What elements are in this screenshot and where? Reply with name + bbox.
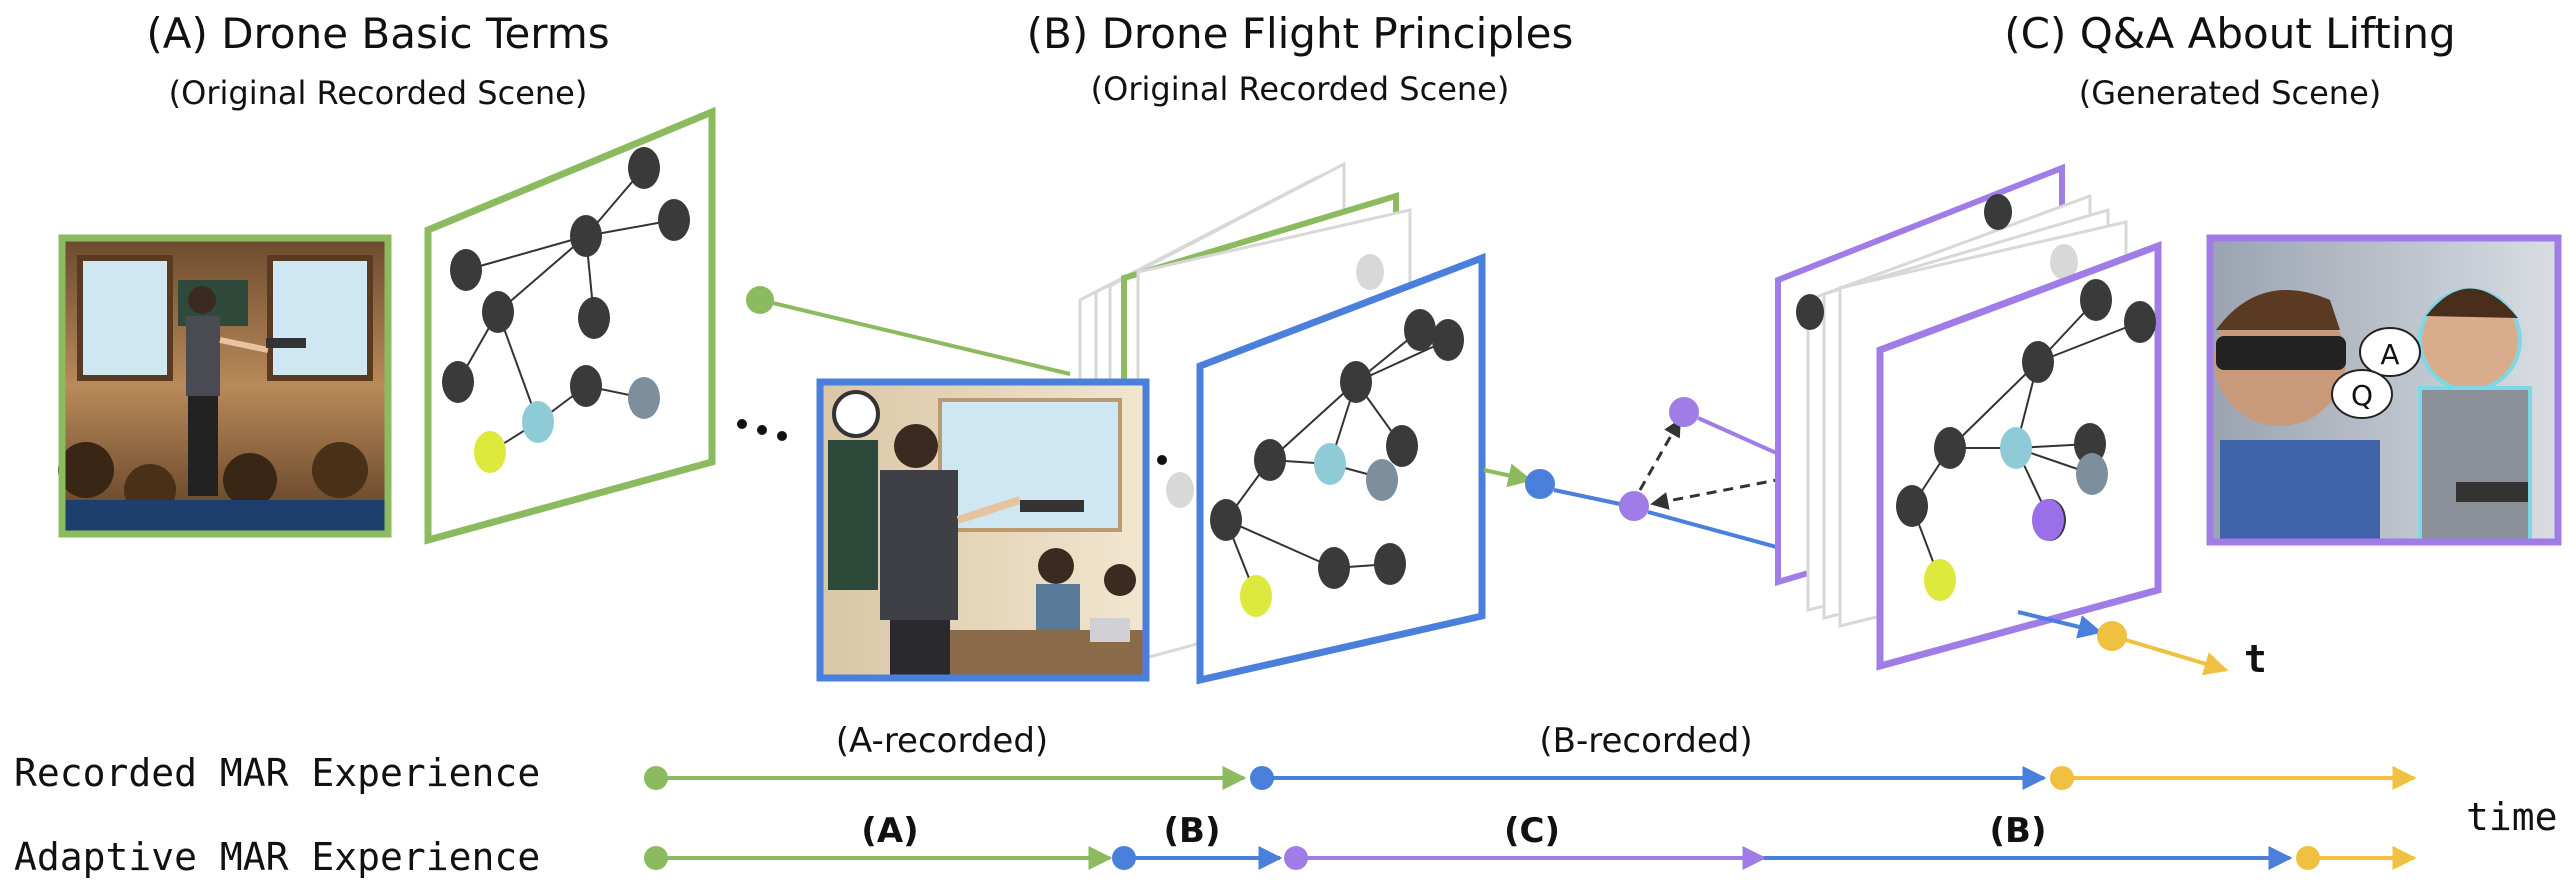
section-c-title: (C) Q&A About Lifting [2004,9,2455,58]
t-axis-label: t [2244,637,2267,681]
ellipsis-dot-b [1157,455,1167,465]
adaptive-track-label: Adaptive MAR Experience [14,835,540,879]
scene-c-graph-panel [1876,240,2162,671]
section-b-title: (B) Drone Flight Principles [1027,9,1574,58]
section-b-subtitle: (Original Recorded Scene) [1091,70,1510,108]
ellipsis-dots [737,419,787,441]
section-a-title: (A) Drone Basic Terms [146,9,609,58]
section-c-subtitle: (Generated Scene) [2079,74,2381,112]
speech-bubble-a: A [2380,338,2399,371]
time-axis-label: time [2466,795,2558,839]
section-a-subtitle: (Original Recorded Scene) [169,74,588,112]
recorded-timeline [644,766,2417,790]
scene-b-graph-panel [1196,252,1486,685]
scene-a-connector [746,286,1071,376]
speech-bubble-q: Q [2351,379,2373,412]
adaptive-timeline [644,846,2417,870]
scene-c-ar-image [2206,234,2562,546]
scene-c-time-arrow [2017,610,2229,676]
adaptive-segment-a: (A) [861,811,918,851]
adaptive-segment-b1: (B) [1164,811,1221,851]
scene-a-graph-panel [424,106,716,545]
adaptive-segment-c: (C) [1504,811,1560,851]
recorded-segment-b: (B-recorded) [1539,721,1752,761]
adaptive-segment-b2: (B) [1990,811,2047,851]
scene-a-classroom-image [58,234,392,538]
recorded-segment-a: (A-recorded) [836,721,1048,761]
recorded-track-label: Recorded MAR Experience [14,751,540,795]
scene-b-classroom-image [816,378,1150,682]
